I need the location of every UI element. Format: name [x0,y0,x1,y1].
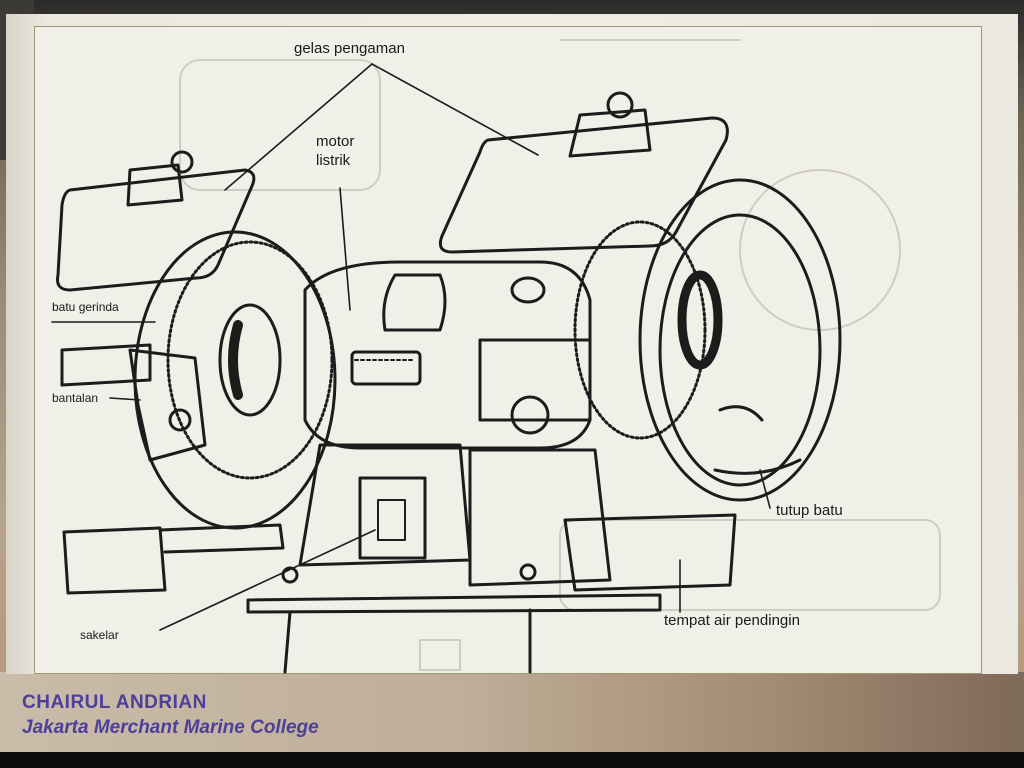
right-safety-glass [438,116,729,254]
label-tempat-air-pendingin: tempat air pendingin [664,612,800,629]
left-safety-glass [56,168,256,292]
motor-collar [478,338,592,422]
left-grinding-wheel [166,240,334,480]
leader-lines [51,63,771,631]
right-grinding-wheel [573,220,707,440]
label-bantalan: bantalan [52,391,99,405]
pedestal [298,443,472,567]
right-coolant-tray [563,513,737,592]
base-legs [283,608,532,674]
footer-institution: Jakarta Merchant Marine College [22,717,319,738]
motor-bolt [510,276,546,304]
shaft-nut [510,395,550,435]
diagram-image [34,26,982,674]
switch-box [358,476,427,560]
footer-author: CHAIRUL ANDRIAN [22,692,207,713]
right-guard-edge [713,458,802,475]
base-bolt-left [281,566,299,584]
right-base [468,448,612,587]
left-tray-arm [158,523,285,554]
base-plate [246,593,662,614]
right-glass-bracket [568,108,652,158]
base-bolt-right [519,563,537,581]
label-motor-listrik: motor listrik [316,133,355,169]
right-wheel-mark [718,405,764,422]
left-glass-knob [170,150,194,174]
left-wheel-hub-shade [228,320,243,400]
left-glass-bracket [126,163,184,207]
right-glass-knob [606,91,634,119]
motor-vent [382,273,447,332]
left-tool-rest [60,343,152,387]
label-batu-gerinda: batu gerinda [52,300,119,314]
switch-toggle [377,499,406,541]
label-gelas-pengaman: gelas pengaman [294,40,405,57]
footer-band [0,672,1024,752]
bleed-through-sketch [179,39,941,671]
left-wheel-hub [218,303,282,417]
right-wheel-guard [638,178,842,502]
label-tutup-batu: tutup batu [776,502,843,519]
label-sakelar: sakelar [80,628,119,642]
right-wheel-face [658,213,822,487]
bottom-border [0,752,1024,768]
motor-nameplate [350,350,422,386]
right-wheel-hub-shade [677,270,723,370]
tool-rest-bracket [128,348,207,462]
footer-credit: CHAIRUL ANDRIAN Jakarta Merchant Marine … [22,690,319,740]
left-coolant-tray [62,526,167,595]
tool-rest-knob [168,408,192,432]
